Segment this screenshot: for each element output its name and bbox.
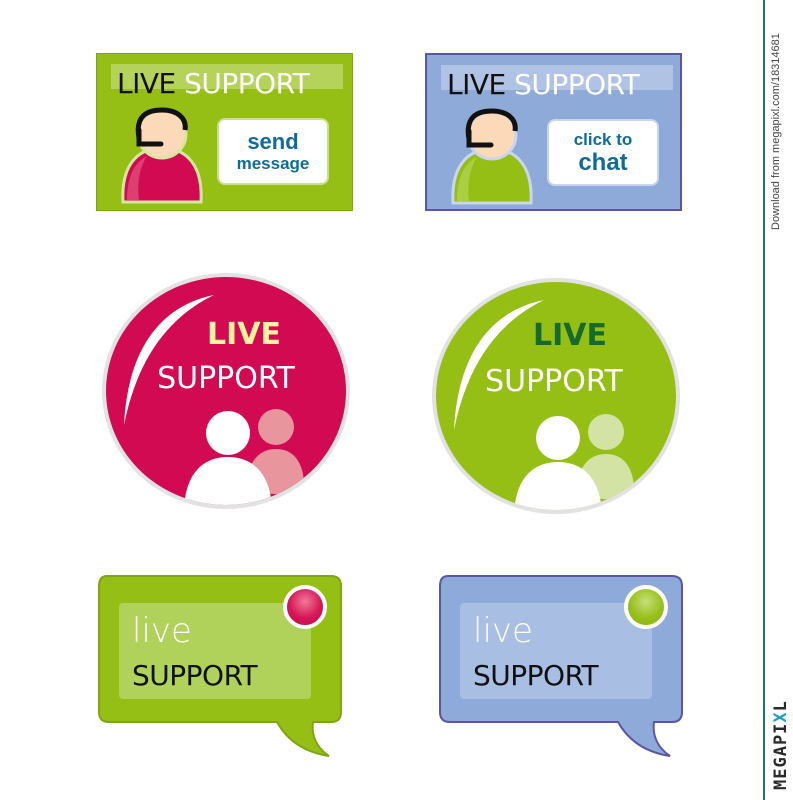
live-support-circle-pink[interactable]: LIVE SUPPORT [102,273,350,509]
gloss-highlight [124,295,214,425]
live-support-card-send-message: LIVE SUPPORT send message [96,53,353,211]
title-bar [111,64,343,89]
circle-support-label: SUPPORT [157,361,295,396]
status-dot-red [283,585,327,629]
headset-agent-icon [451,108,533,205]
gloss-highlight [454,300,544,430]
megapixl-logo: MEGAPIXL [771,700,791,790]
bubble-live-label: live [132,611,192,651]
bubble-live-label: live [473,611,533,651]
circle-support-label: SUPPORT [485,364,623,399]
circle-live-label: LIVE [533,318,607,353]
bubble-support-label: SUPPORT [473,659,599,692]
watermark-divider [763,0,765,800]
users-icon [184,409,305,505]
click-to-chat-button[interactable]: click to chat [549,121,657,184]
circle-live-label: LIVE [207,317,281,352]
card-title: LIVE SUPPORT [117,67,310,100]
live-support-bubble-green[interactable]: live SUPPORT [97,574,357,759]
watermark-download-text: Download from megapixl.com/18314681 [770,33,782,230]
inner-panel [119,603,311,699]
bubble-support-label: SUPPORT [132,659,258,692]
send-message-button[interactable]: send message [219,120,327,183]
users-icon [514,414,635,510]
live-support-bubble-blue[interactable]: live SUPPORT [438,574,698,759]
title-bar [441,65,673,90]
live-support-circle-green[interactable]: LIVE SUPPORT [432,278,680,514]
live-support-card-click-to-chat: LIVE SUPPORT click to chat [425,53,682,211]
headset-agent-icon [121,107,203,204]
card-title: LIVE SUPPORT [447,68,640,101]
status-dot-green [624,585,668,629]
inner-panel [460,603,652,699]
